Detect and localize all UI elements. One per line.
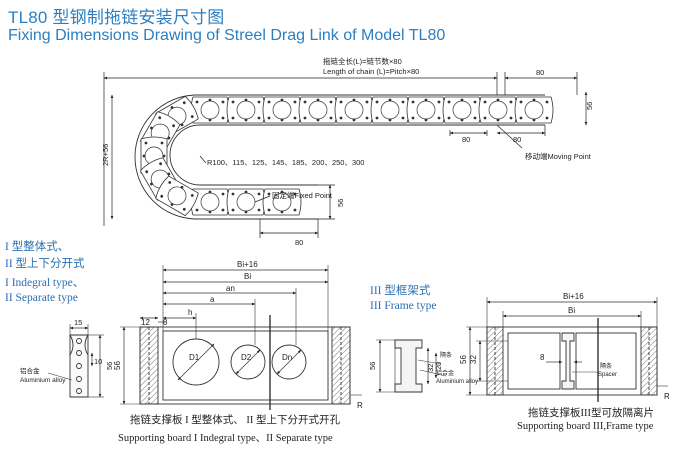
type-3-en: III Frame type <box>370 300 437 312</box>
bracket-width: 15 <box>74 318 82 327</box>
board1-a: a <box>210 295 215 304</box>
board1-r: R <box>357 401 363 410</box>
frame-spacer-cn: 隔条 <box>440 351 452 359</box>
board3-32: 32 <box>469 355 478 364</box>
type-2-en: II Separate type <box>5 292 78 304</box>
height-right: 56 <box>585 102 594 110</box>
board1-bi: Bi <box>244 272 251 281</box>
pitch-fixed: 80 <box>295 238 303 247</box>
supporting-board-1-2 <box>120 265 362 410</box>
board1-an: an <box>226 284 235 293</box>
chain-link <box>442 96 482 124</box>
pitch-top: 80 <box>536 68 544 77</box>
board1-caption-en: Supporting board I Indegral type、II Sepa… <box>118 433 333 444</box>
chain-links-top <box>190 96 554 124</box>
chain-link <box>155 175 199 217</box>
board-1-2-labels: Bi+16 Bi an a h 12 8 D1 D2 Dn 56 R <box>113 260 363 410</box>
fixed-point-label: 固定端Fixed Point <box>272 190 333 200</box>
board3-56: 56 <box>459 355 468 364</box>
type-1-en: I Indegral type、 <box>5 277 85 289</box>
chain-length-label-cn: 拖链全长(L)=链节数×80 <box>323 56 402 66</box>
board1-dn: Dn <box>282 353 292 362</box>
board1-caption-cn: 拖链支撑板 I 型整体式、 II 型上下分开式开孔 <box>130 415 340 426</box>
board3-caption-en: Supporting board III,Frame type <box>517 421 654 432</box>
title-english: Fixing Dimensions Drawing of Streel Drag… <box>8 27 446 44</box>
frame-20: 20 <box>434 362 443 370</box>
board1-d2: D2 <box>241 353 252 362</box>
pitch-lower-2: 80 <box>513 135 521 144</box>
board1-bi16: Bi+16 <box>237 260 258 269</box>
board3-bi: Bi <box>568 306 575 315</box>
bracket-alloy-en: Aluminium alloy <box>20 377 66 384</box>
chain-link <box>370 96 410 124</box>
chain-link <box>226 188 266 216</box>
supporting-board-3 <box>466 297 668 402</box>
chain-link <box>478 96 518 124</box>
chain-link <box>298 96 338 124</box>
chain-length-label-en: Length of chain (L)=Pitch×80 <box>323 67 419 76</box>
type-3-cn: III 型框架式 <box>370 285 431 297</box>
board3-bi16: Bi+16 <box>563 292 584 301</box>
chain-link <box>514 96 554 124</box>
board3-caption-cn: 拖链支撑板III型可放隔离片 <box>528 408 654 419</box>
bracket-alloy-cn: 铝合金 <box>20 366 40 375</box>
chain-link <box>262 96 302 124</box>
chain-link <box>406 96 446 124</box>
chain-dim-labels: 拖链全长(L)=链节数×80 Length of chain (L)=Pitch… <box>101 56 594 247</box>
chain-dimensions <box>103 72 588 238</box>
bracket-height: 56 <box>105 362 114 370</box>
aluminium-bracket <box>47 324 104 398</box>
board1-12: 12 <box>141 318 150 327</box>
board3-8: 8 <box>540 353 545 362</box>
board3-spacer-en: Spacer <box>598 372 617 378</box>
bracket-labels: 15 10 56 铝合金 Aluminium alloy <box>20 318 114 384</box>
frame-profile-labels: 56 32 20 隔条 铝合金 Aluminium alloy <box>368 351 478 385</box>
radius-list: R100、115、125、145、185、200、250、300 <box>207 158 364 167</box>
chain-links-bottom <box>190 188 302 216</box>
board3-r: R <box>664 392 670 401</box>
board1-h: h <box>188 308 192 317</box>
board-3-labels: Bi+16 Bi 8 56 32 R 隔条 Spacer <box>459 292 670 401</box>
chain-link <box>226 96 266 124</box>
pitch-lower-1: 80 <box>462 135 470 144</box>
type-1-cn: I 型整体式、 <box>5 241 70 253</box>
frame-profile <box>376 339 447 393</box>
radius-dim: 2R+56 <box>101 144 110 166</box>
frame-56: 56 <box>368 362 377 370</box>
frame-32: 32 <box>426 364 435 372</box>
board3-spacer-cn: 隔条 <box>600 362 612 370</box>
chain-links-bend <box>139 95 199 217</box>
height-fixed: 56 <box>336 199 345 207</box>
board1-d1: D1 <box>189 353 200 362</box>
chain-link <box>334 96 374 124</box>
moving-point-label: 移动端Moving Point <box>525 151 592 161</box>
type-2-cn: II 型上下分开式 <box>5 258 85 270</box>
board1-56: 56 <box>113 361 122 370</box>
frame-alloy-cn: 铝合金 <box>436 369 454 377</box>
frame-alloy-en: Aluminium alloy <box>436 379 478 385</box>
board1-8: 8 <box>163 318 168 327</box>
title-chinese: TL80 型钢制拖链安装尺寸图 <box>8 8 225 27</box>
bracket-hole-pitch: 10 <box>94 357 102 366</box>
chain-link <box>262 188 302 216</box>
